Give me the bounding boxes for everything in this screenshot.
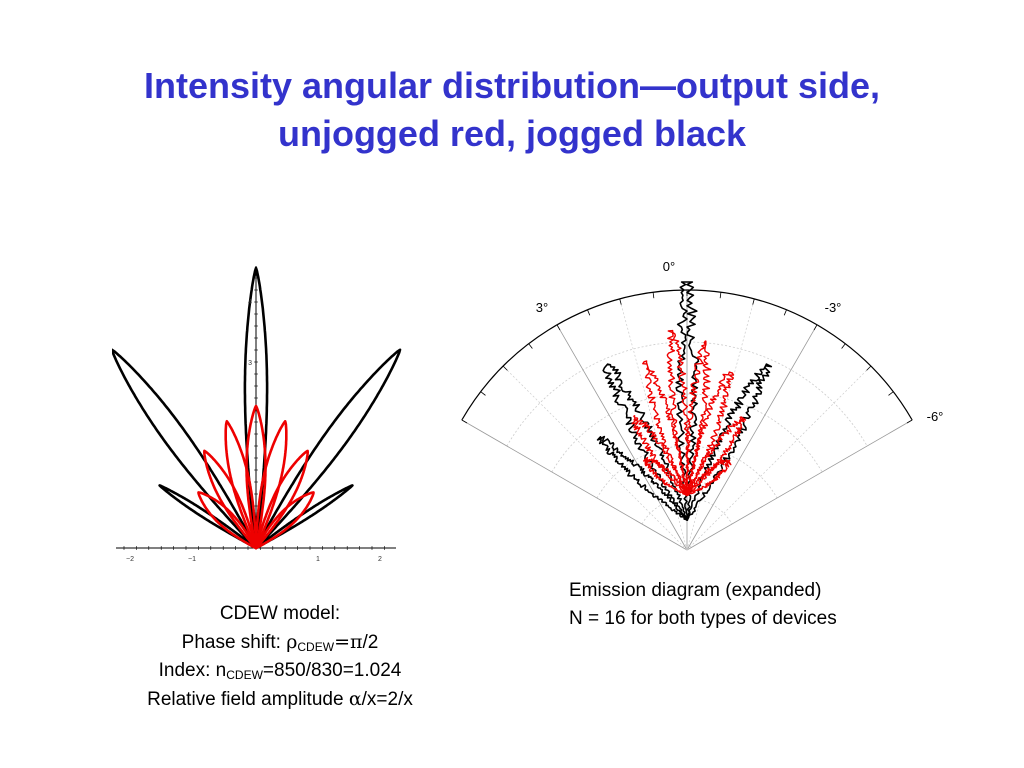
arc-tick <box>888 391 894 396</box>
caption-device-count: N = 16 for both types of devices <box>569 608 837 629</box>
unjogged-lobe <box>203 449 258 550</box>
phase-prefix: Phase shift: <box>181 632 287 653</box>
cdew-subscript: CDEW <box>226 668 263 682</box>
radial-line <box>461 419 688 551</box>
jogged-lobe <box>158 484 258 550</box>
rho-symbol: ρ <box>286 631 298 653</box>
radial-gridline <box>502 365 688 551</box>
caption-emission-title: Emission diagram (expanded) <box>569 580 822 601</box>
radial-line <box>686 324 818 551</box>
slide-title: Intensity angular distribution—output si… <box>60 62 964 158</box>
arc-tick <box>719 292 722 299</box>
x-tick-label: 1 <box>316 556 320 563</box>
angle-label-3: 3° <box>536 300 548 315</box>
arc-tick <box>480 391 486 396</box>
caption-index: Index: nCDEW=850/830=1.024 <box>100 657 460 685</box>
unjogged-lobe <box>245 404 267 550</box>
slide-title-line1: Intensity angular distribution—output si… <box>144 65 880 106</box>
cdew-model-caption: CDEW model: Phase shift: ρCDEW=π/2 Index… <box>100 600 460 714</box>
pi-symbol: π <box>349 631 363 653</box>
emission-diagram: 0° 3° -3° 6° -6° <box>461 259 944 551</box>
arc-tick <box>866 365 872 371</box>
radial-line <box>686 419 913 551</box>
y-tick-labels: 3 4 <box>248 299 252 367</box>
arc-tick <box>556 324 561 331</box>
unjogged-lobe <box>254 420 288 550</box>
arc-tick <box>502 365 508 371</box>
jogged-emission-lobe <box>596 435 689 521</box>
cdew-subscript: CDEW <box>297 640 335 654</box>
cdew-model-plot: −2 −1 1 2 3 4 <box>112 266 402 563</box>
lobes <box>112 266 402 550</box>
angle-labels: 0° 3° -3° 6° -6° <box>536 259 944 424</box>
arc-tick <box>528 343 533 349</box>
radial-line <box>556 324 688 551</box>
index-suffix: =850/830=1.024 <box>262 660 402 681</box>
jogged-lobe <box>254 484 354 550</box>
y-tick-label: 4 <box>248 299 252 306</box>
angle-label-neg6: -6° <box>927 409 944 424</box>
jogged-lobe <box>254 348 402 550</box>
unjogged-emission-lobe <box>686 458 732 497</box>
amp-suffix: /x=2/x <box>361 689 413 710</box>
radial-gridline <box>686 365 872 551</box>
unjogged-lobe <box>197 491 258 550</box>
x-tick-labels: −2 −1 1 2 <box>126 556 382 563</box>
arc-tick <box>841 343 846 349</box>
alpha-symbol: α <box>348 688 362 710</box>
arc-tick <box>813 324 818 331</box>
unjogged-lobe <box>254 449 309 550</box>
arc-tick <box>652 292 655 299</box>
amp-prefix: Relative field amplitude <box>147 689 349 710</box>
unjogged-lobe <box>224 420 258 550</box>
unjogged-emission-lobe <box>643 456 688 497</box>
arc-tick <box>783 309 787 316</box>
arc-tick <box>752 298 755 305</box>
arc-tick <box>906 419 913 424</box>
angle-label-0: 0° <box>663 259 675 274</box>
jogged-lobe <box>112 348 258 550</box>
caption-model: CDEW model: <box>219 603 341 624</box>
unjogged-emission-lobe <box>631 415 688 496</box>
emission-lobes <box>596 281 773 521</box>
arc-tick <box>619 298 622 305</box>
x-tick-label: −2 <box>126 556 134 563</box>
x-tick-label: −1 <box>188 556 196 563</box>
unjogged-emission-lobe <box>685 371 735 496</box>
angle-label-neg3: -3° <box>825 300 842 315</box>
arc-tick <box>587 309 591 316</box>
arc-tick <box>461 419 468 424</box>
unjogged-lobe <box>254 491 315 550</box>
slide-title-line2: unjogged red, jogged black <box>277 113 747 154</box>
jogged-emission-lobe <box>602 363 688 521</box>
unjogged-emission-lobe <box>686 416 747 496</box>
caption-phase-shift: Phase shift: ρCDEW=π/2 <box>100 628 460 657</box>
index-prefix: Index: n <box>158 660 227 681</box>
equals-sign: = <box>334 631 350 653</box>
x-tick-label: 2 <box>378 556 382 563</box>
y-tick-label: 3 <box>248 360 252 367</box>
caption-amplitude: Relative field amplitude α/x=2/x <box>100 685 460 714</box>
phase-suffix: /2 <box>362 632 379 653</box>
emission-caption: Emission diagram (expanded) N = 16 for b… <box>569 577 1009 633</box>
